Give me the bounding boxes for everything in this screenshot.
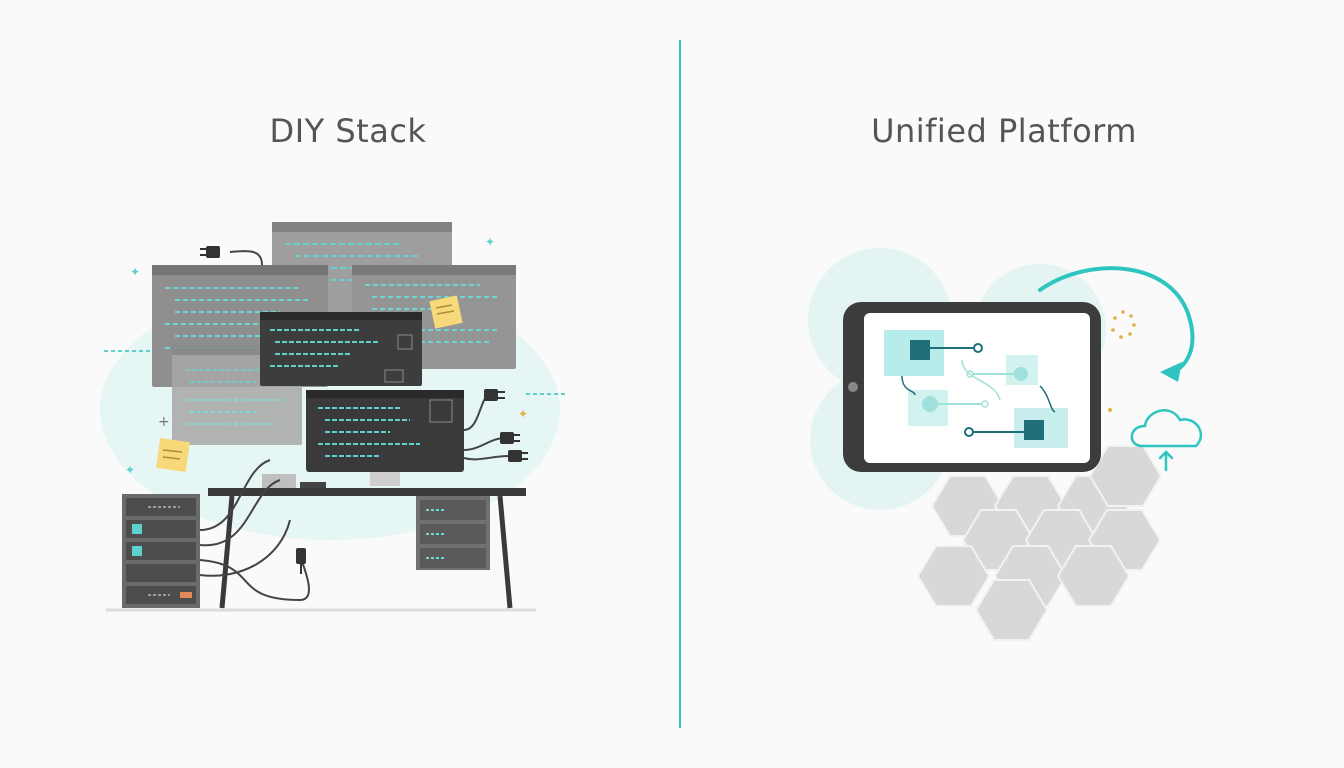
terminal-window bbox=[260, 312, 422, 386]
svg-text:✦: ✦ bbox=[130, 265, 140, 279]
monitor bbox=[306, 390, 464, 486]
svg-text:✦: ✦ bbox=[485, 235, 495, 249]
server-rack bbox=[122, 494, 200, 608]
loading-dots-icon bbox=[1108, 310, 1136, 412]
sticky-note-icon bbox=[156, 438, 190, 472]
sync-arrow-icon bbox=[1038, 266, 1195, 382]
sparkles: ✦ ✦ ✦ ✦ bbox=[125, 235, 528, 477]
svg-text:✦: ✦ bbox=[125, 463, 135, 477]
plug-icon bbox=[500, 432, 520, 444]
unified-platform-title: Unified Platform bbox=[871, 112, 1137, 150]
plug-icon bbox=[200, 246, 220, 258]
panel-divider bbox=[679, 40, 681, 728]
workflow-diagram bbox=[884, 330, 1068, 448]
plug-icon bbox=[296, 548, 306, 574]
plus-mark: + bbox=[158, 414, 170, 430]
diy-stack-illustration: ✦ ✦ ✦ ✦ + bbox=[100, 222, 566, 612]
sticky-note-icon bbox=[429, 295, 463, 329]
cables bbox=[199, 250, 511, 602]
hexagon-grid bbox=[916, 445, 1163, 641]
desk bbox=[208, 474, 526, 609]
svg-text:✦: ✦ bbox=[518, 407, 528, 421]
dashed-arrows bbox=[104, 350, 566, 395]
diy-stack-title: DIY Stack bbox=[269, 112, 427, 150]
plug-icon bbox=[508, 450, 528, 462]
cloud-upload-icon bbox=[1130, 409, 1203, 472]
plug-icon bbox=[484, 389, 505, 401]
